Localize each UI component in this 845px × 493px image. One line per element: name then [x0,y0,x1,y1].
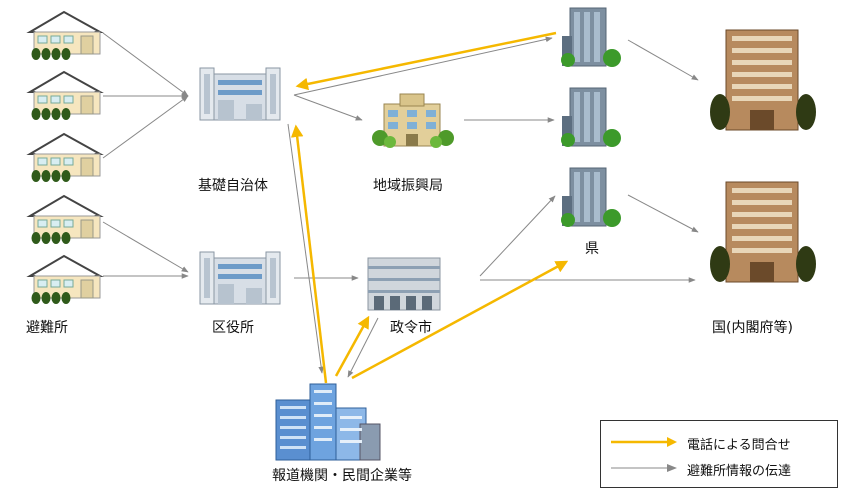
shelter-icon-5 [29,255,101,305]
legend-row-phone: 電話による問合せ [601,433,837,453]
arrow-shelter1-municipality [102,32,189,97]
national-icon-1 [709,29,817,131]
phone-prefecture-municipality [295,31,557,91]
transfer-arrows [102,32,699,378]
label-ward-office: 区役所 [212,320,254,336]
arrow-municipality-prefecture [293,36,553,96]
prefecture-icon-2 [560,87,622,148]
legend-row-transfer: 避難所情報の伝達 [601,459,837,479]
national-icon-2 [709,181,817,283]
legend-phone-arrow-icon [611,437,677,447]
label-regional-bureau: 地域振興局 [373,178,443,194]
arrow-municipality-media [287,123,324,374]
legend: 電話による問合せ 避難所情報の伝達 [600,420,838,488]
shelter-icon-2 [29,71,101,121]
label-national: 国(内閣府等) [712,320,793,336]
shelter-icon-3 [29,133,101,183]
label-media: 報道機関・民間企業等 [272,468,412,484]
regional-bureau-icon [371,93,455,149]
municipality-icon [199,67,281,121]
arrow-prefecture-national-1 [627,39,699,81]
prefecture-icon-3 [560,167,622,228]
arrow-shelter4-ward [102,221,189,273]
label-prefecture: 県 [585,241,599,257]
arrow-municipality-bureau [293,94,363,121]
arrow-prefecture-national-2 [627,194,699,233]
prefecture-icon-1 [560,7,622,68]
phone-media-prefecture [351,260,569,380]
media-icon [275,383,381,461]
label-designated-city: 政令市 [390,320,432,336]
ward-office-icon [199,251,281,305]
legend-phone-label: 電話による問合せ [687,438,791,453]
label-municipality: 基礎自治体 [198,178,268,194]
phone-media-municipality [290,124,328,384]
phone-media-city [334,315,370,377]
legend-transfer-arrow-icon [611,464,677,472]
shelter-icon-4 [29,195,101,245]
designated-city-icon [367,257,441,311]
arrow-city-media [347,317,379,378]
shelter-icon-1 [29,11,101,61]
arrow-city-prefecture [479,195,556,277]
phone-arrows [290,31,569,384]
arrow-shelter3-municipality [102,95,189,159]
label-shelters: 避難所 [26,320,68,336]
legend-transfer-label: 避難所情報の伝達 [687,464,792,479]
